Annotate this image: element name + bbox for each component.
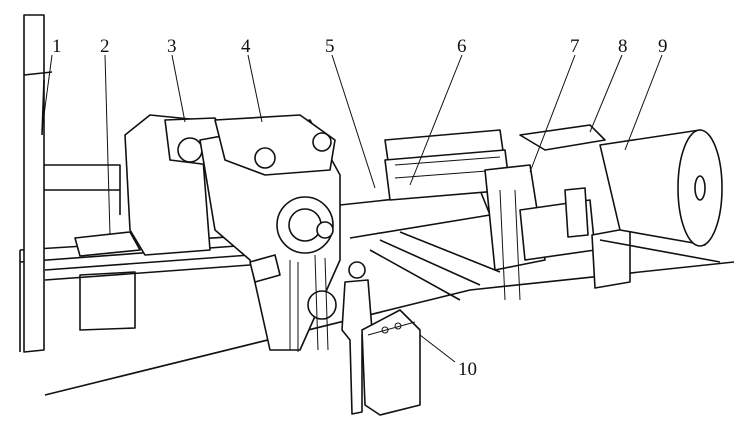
callout-5: 5 bbox=[325, 36, 335, 57]
drive-motor bbox=[519, 124, 631, 289]
roll-stand-main bbox=[199, 114, 341, 352]
control-console bbox=[361, 309, 421, 416]
left-frame bbox=[23, 14, 53, 353]
callout-6: 6 bbox=[457, 36, 467, 57]
coil bbox=[599, 129, 723, 263]
leader-lines bbox=[41, 54, 663, 363]
callout-3: 3 bbox=[167, 36, 177, 57]
callout-7: 7 bbox=[570, 36, 580, 57]
callout-4: 4 bbox=[241, 36, 251, 57]
floor-platform bbox=[19, 164, 734, 396]
callout-9: 9 bbox=[658, 36, 668, 57]
operator-figure bbox=[341, 261, 373, 415]
callout-2: 2 bbox=[100, 36, 110, 57]
feed-table bbox=[44, 231, 251, 331]
callout-10: 10 bbox=[458, 359, 477, 380]
callout-1: 1 bbox=[52, 36, 62, 57]
shear-unit bbox=[384, 129, 511, 201]
callout-8: 8 bbox=[618, 36, 628, 57]
